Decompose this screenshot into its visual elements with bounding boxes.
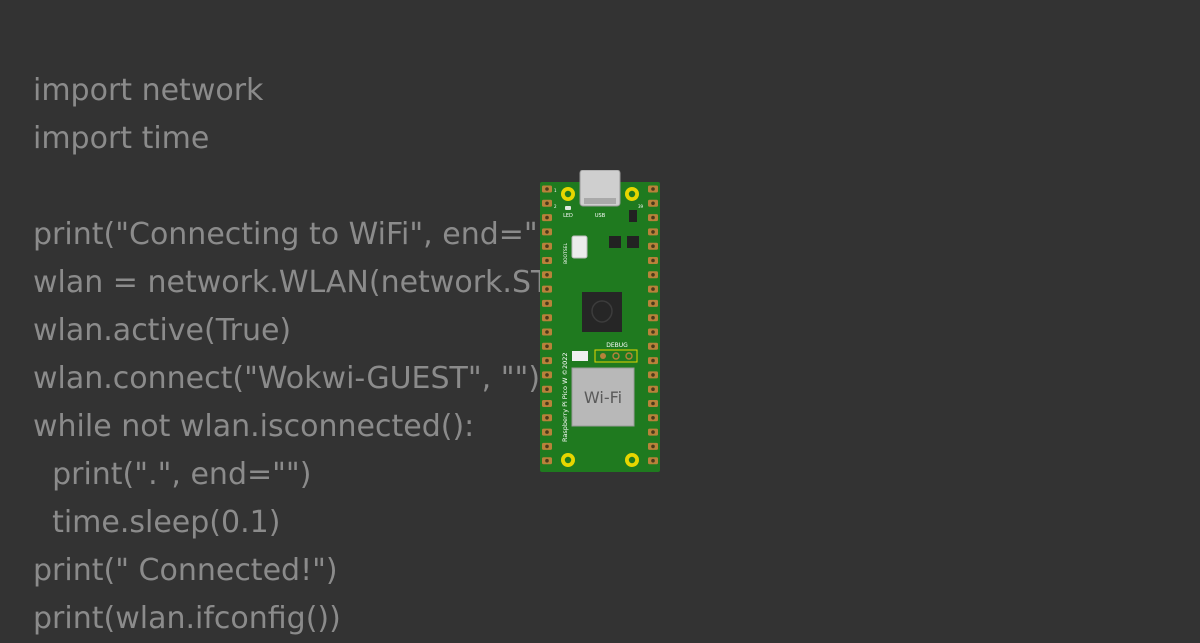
pin-hole: [545, 287, 549, 291]
page: { "code_lines": [ "import network", "imp…: [33, 73, 660, 636]
debug-pin[interactable]: [625, 352, 633, 360]
right-pin-header: [648, 185, 658, 465]
pin-hole: [651, 401, 655, 406]
bootsel-label: BOOTSEL: [563, 242, 569, 264]
regulator-chip: [629, 210, 637, 222]
smd-component: [609, 236, 621, 248]
debug-pin[interactable]: [612, 352, 620, 360]
pin-hole: [545, 358, 549, 363]
pico-w-board[interactable]: USB LED 1 2 39 BOOTSEL DEBUG Wi-Fi Raspb…: [540, 170, 660, 472]
debug-pin[interactable]: [600, 353, 606, 359]
pin-hole: [545, 201, 549, 206]
pin-hole: [545, 215, 549, 220]
pin-hole: [545, 301, 549, 306]
pin-hole: [651, 344, 655, 349]
pin-hole: [651, 187, 655, 191]
pin-hole: [651, 258, 655, 263]
pin-hole: [651, 315, 655, 320]
pin-hole: [545, 344, 549, 349]
raspberry-logo-icon: [591, 300, 613, 323]
code-line: print("Connecting to WiFi", end=""): [33, 217, 564, 252]
pin-hole: [651, 201, 655, 206]
rp2040-chip: [582, 292, 622, 332]
code-line: wlan = network.WLAN(network.STA_IF): [33, 265, 621, 300]
smd-component: [572, 351, 588, 361]
pin-hole: [545, 416, 549, 420]
pin-hole: [545, 458, 549, 463]
pin39-label: 39: [638, 204, 644, 209]
pin-hole: [545, 273, 549, 277]
bootsel-button[interactable]: [571, 235, 588, 259]
left-pin-header: [542, 185, 552, 465]
pin-hole: [545, 230, 549, 234]
debug-label: DEBUG: [606, 342, 628, 349]
led: [565, 206, 571, 210]
pin-hole: [545, 444, 549, 449]
code-line: while not wlan.isconnected():: [33, 409, 475, 444]
pin-hole: [651, 387, 655, 391]
pin-hole: [545, 373, 549, 377]
pin1-label: 1: [554, 188, 557, 193]
pin-hole: [651, 244, 655, 248]
code-line: wlan.active(True): [33, 313, 292, 348]
code-line: print(" Connected!"): [33, 553, 338, 588]
pin-hole: [545, 258, 549, 263]
code-line: print(".", end=""): [33, 457, 312, 492]
code-line: wlan.connect("Wokwi-GUEST", ""): [33, 361, 541, 396]
pin-hole: [651, 215, 655, 220]
wifi-label: Wi-Fi: [584, 388, 622, 407]
smd-component: [627, 236, 639, 248]
pin-hole: [651, 444, 655, 449]
code-line: print(wlan.ifconfig()): [33, 601, 341, 636]
pin-hole: [651, 458, 655, 463]
pin-hole: [545, 330, 549, 334]
pin-hole: [545, 315, 549, 320]
board-name-label: Raspberry Pi Pico W ©2022: [561, 352, 569, 442]
pin-hole: [651, 358, 655, 363]
pin-hole: [651, 330, 655, 334]
pin-hole: [545, 387, 549, 391]
pin-hole: [651, 273, 655, 277]
pin-hole: [651, 301, 655, 306]
code-line: import network: [33, 73, 264, 108]
code-line: time.sleep(0.1): [33, 505, 281, 540]
code-editor: import network import time print("Connecti…: [33, 67, 620, 643]
pin-hole: [545, 244, 549, 248]
code-line: import time: [33, 121, 210, 156]
code-line: [33, 163, 620, 211]
pin-hole: [651, 416, 655, 420]
pin-hole: [651, 430, 655, 434]
pin-hole: [545, 187, 549, 191]
usb-label: USB: [595, 213, 606, 219]
pin-hole: [651, 230, 655, 234]
pin-hole: [545, 430, 549, 434]
led-label: LED: [563, 213, 573, 219]
pin-hole: [651, 287, 655, 291]
debug-header: [594, 349, 638, 363]
usb-connector[interactable]: [579, 170, 621, 207]
wifi-module: [571, 367, 635, 427]
pin-hole: [651, 373, 655, 377]
pin2-label: 2: [554, 204, 557, 209]
pin-hole: [545, 401, 549, 406]
